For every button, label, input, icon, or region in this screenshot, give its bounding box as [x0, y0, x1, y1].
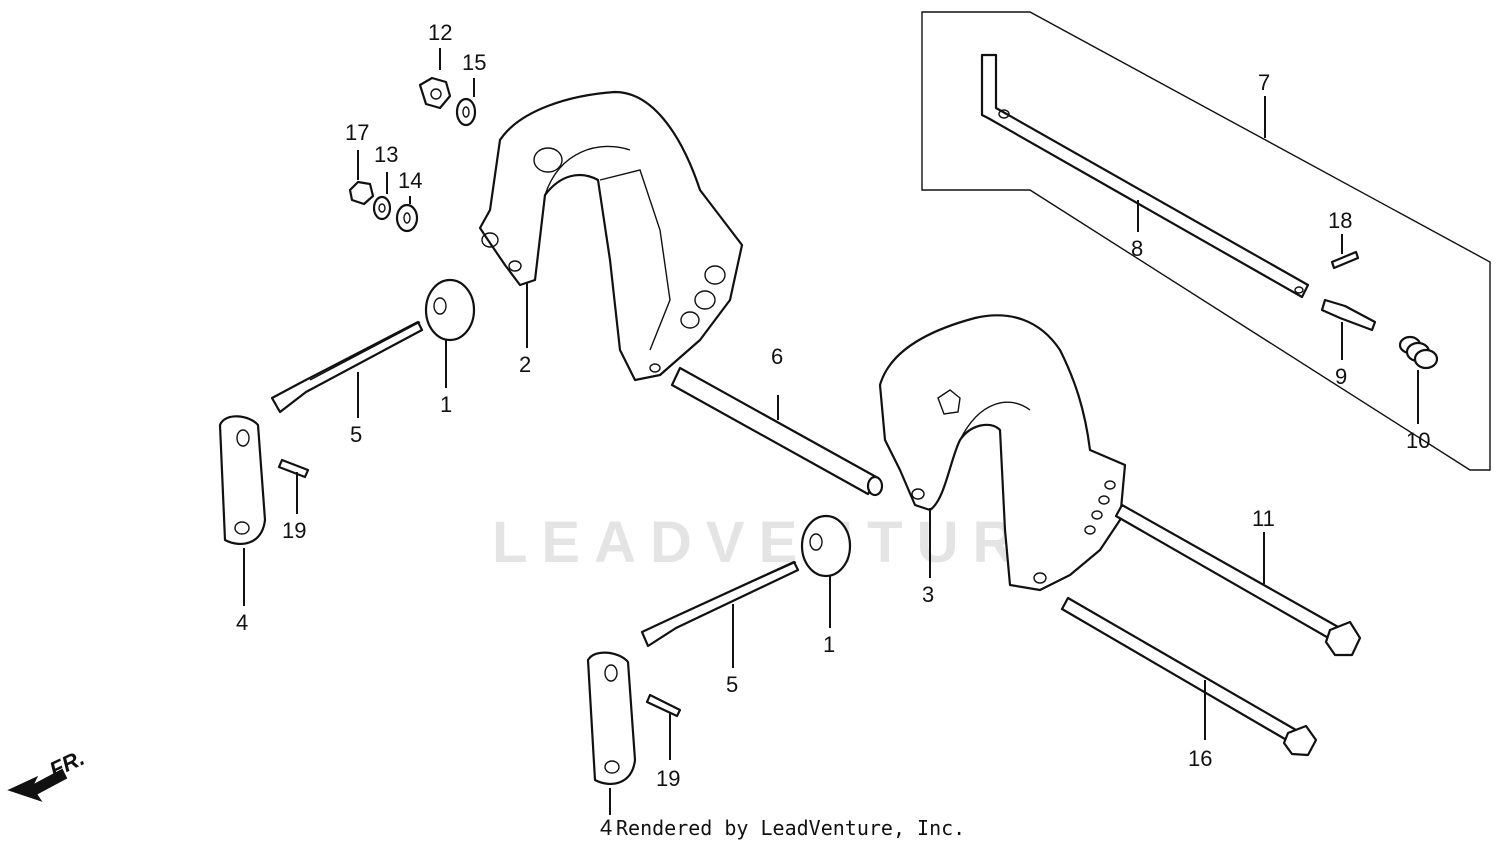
- callout-4-lower: 4: [600, 815, 612, 840]
- pin-18[interactable]: [1330, 250, 1360, 270]
- callout-16: 16: [1188, 746, 1212, 771]
- callout-7: 7: [1258, 70, 1270, 95]
- credit-text: Rendered by LeadVenture, Inc.: [616, 816, 965, 840]
- nut-12[interactable]: [418, 76, 452, 110]
- callout-15: 15: [462, 50, 486, 75]
- thumbscrew-rod-5-upper[interactable]: [270, 320, 424, 414]
- washer-14[interactable]: [395, 203, 419, 233]
- callout-18: 18: [1328, 208, 1352, 233]
- callout-8: 8: [1131, 236, 1143, 261]
- tilt-rod[interactable]: [980, 53, 1310, 299]
- nut-17[interactable]: [348, 180, 375, 206]
- washer-1-upper[interactable]: [424, 278, 476, 342]
- thumbscrew-handle-4-upper[interactable]: [218, 415, 267, 546]
- callout-17: 17: [345, 120, 369, 145]
- callout-2: 2: [519, 352, 531, 377]
- callout-13: 13: [374, 142, 398, 167]
- pin-19-upper[interactable]: [277, 458, 310, 479]
- washer-1-lower[interactable]: [800, 514, 852, 578]
- callout-5-upper: 5: [350, 422, 362, 447]
- callout-12: 12: [428, 20, 452, 45]
- bolt-11[interactable]: [1114, 503, 1362, 657]
- callout-10: 10: [1406, 428, 1430, 453]
- front-direction-arrow: FR.: [7, 745, 88, 802]
- sub-assembly-outline: [921, 11, 1491, 471]
- thumbscrew-rod-5-lower[interactable]: [640, 560, 800, 648]
- clamp-bracket-right[interactable]: [878, 314, 1127, 592]
- thumbscrew-handle-4-lower[interactable]: [586, 651, 637, 786]
- callout-4-upper: 4: [236, 610, 248, 635]
- leader-lines: [243, 48, 1419, 815]
- spring-10[interactable]: [1398, 335, 1439, 370]
- washer-13[interactable]: [372, 195, 392, 221]
- callout-1-upper: 1: [440, 392, 452, 417]
- callout-19-lower: 19: [656, 766, 680, 791]
- clip-9[interactable]: [1320, 298, 1377, 332]
- watermark-text: LEADVENTURE: [492, 510, 1081, 575]
- callout-11: 11: [1252, 506, 1275, 531]
- callout-19-upper: 19: [282, 518, 306, 543]
- washer-15[interactable]: [455, 97, 477, 127]
- clamp-bracket-left[interactable]: [478, 90, 744, 382]
- callout-1-lower: 1: [823, 632, 835, 657]
- callout-14: 14: [398, 168, 422, 193]
- callout-6: 6: [771, 344, 783, 369]
- pin-19-lower[interactable]: [645, 693, 682, 718]
- callout-5-lower: 5: [726, 672, 738, 697]
- callout-9: 9: [1335, 364, 1347, 389]
- bolt-16[interactable]: [1060, 596, 1318, 757]
- callout-3: 3: [922, 582, 934, 607]
- swivel-shaft[interactable]: [670, 366, 884, 497]
